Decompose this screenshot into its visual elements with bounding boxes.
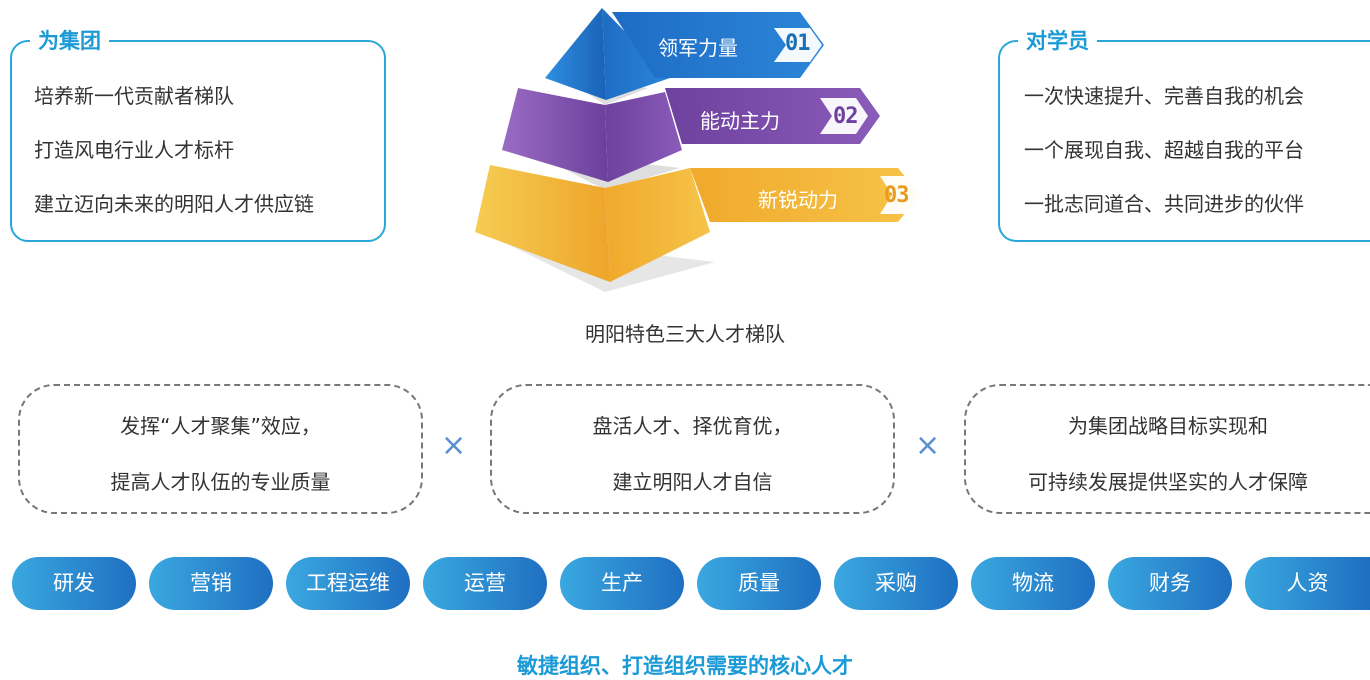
pyramid-tier-2	[502, 88, 880, 182]
dept-pill-operations: 运营	[423, 557, 547, 610]
trainee-benefit-line: 一次快速提升、完善自我的机会	[1024, 84, 1304, 108]
tier-2-number: 02	[833, 104, 858, 129]
trainee-benefits-title: 对学员	[1018, 25, 1097, 57]
group-goals-box: 为集团 培养新一代贡献者梯队 打造风电行业人才标杆 建立迈向未来的明阳人才供应链	[10, 25, 386, 242]
strategy-support-line: 为集团战略目标实现和	[1068, 414, 1268, 438]
dept-pill-procurement: 采购	[834, 557, 958, 610]
tier-2-label: 能动主力	[700, 109, 780, 133]
talent-effect-box: 发挥“人才聚集”效应， 提高人才队伍的专业质量	[18, 384, 423, 514]
dept-pill-engineering-ops: 工程运维	[286, 557, 410, 610]
trainee-benefits-box: 对学员 一次快速提升、完善自我的机会 一个展现自我、超越自我的平台 一批志同道合…	[998, 25, 1370, 242]
talent-activation-line: 建立明阳人才自信	[612, 470, 773, 494]
talent-effect-line: 提高人才队伍的专业质量	[110, 470, 331, 494]
multiply-icon: ×	[441, 428, 467, 463]
talent-activation-box: 盘活人才、择优育优， 建立明阳人才自信	[490, 384, 895, 514]
talent-activation-line: 盘活人才、择优育优，	[592, 414, 793, 438]
tier-3-number: 03	[884, 183, 909, 208]
group-goal-line: 打造风电行业人才标杆	[34, 138, 234, 162]
trainee-benefit-line: 一批志同道合、共同进步的伙伴	[1024, 192, 1304, 216]
dept-pill-quality: 质量	[697, 557, 821, 610]
dept-pill-hr: 人资	[1245, 557, 1370, 610]
talent-pyramid	[475, 8, 930, 292]
tier-1-number: 01	[785, 31, 810, 56]
tier-1-label: 领军力量	[658, 36, 738, 60]
tier-3-label: 新锐动力	[758, 188, 838, 212]
strategy-support-line: 可持续发展提供坚实的人才保障	[1028, 470, 1308, 494]
pyramid-tier-1	[545, 8, 824, 100]
talent-effect-line: 发挥“人才聚集”效应，	[120, 414, 321, 438]
strategy-support-box: 为集团战略目标实现和 可持续发展提供坚实的人才保障	[964, 384, 1370, 514]
dept-pill-rd: 研发	[12, 557, 136, 610]
group-goals-title: 为集团	[30, 25, 109, 57]
group-goal-line: 建立迈向未来的明阳人才供应链	[34, 192, 314, 216]
footer-slogan: 敏捷组织、打造组织需要的核心人才	[517, 654, 853, 678]
dept-pill-marketing: 营销	[149, 557, 273, 610]
pyramid-tier-3	[475, 165, 930, 282]
multiply-icon: ×	[915, 428, 941, 463]
dept-pill-finance: 财务	[1108, 557, 1232, 610]
group-goal-line: 培养新一代贡献者梯队	[34, 84, 234, 108]
dept-pill-production: 生产	[560, 557, 684, 610]
pyramid-caption: 明阳特色三大人才梯队	[585, 322, 785, 346]
dept-pill-logistics: 物流	[971, 557, 1095, 610]
trainee-benefit-line: 一个展现自我、超越自我的平台	[1024, 138, 1304, 162]
